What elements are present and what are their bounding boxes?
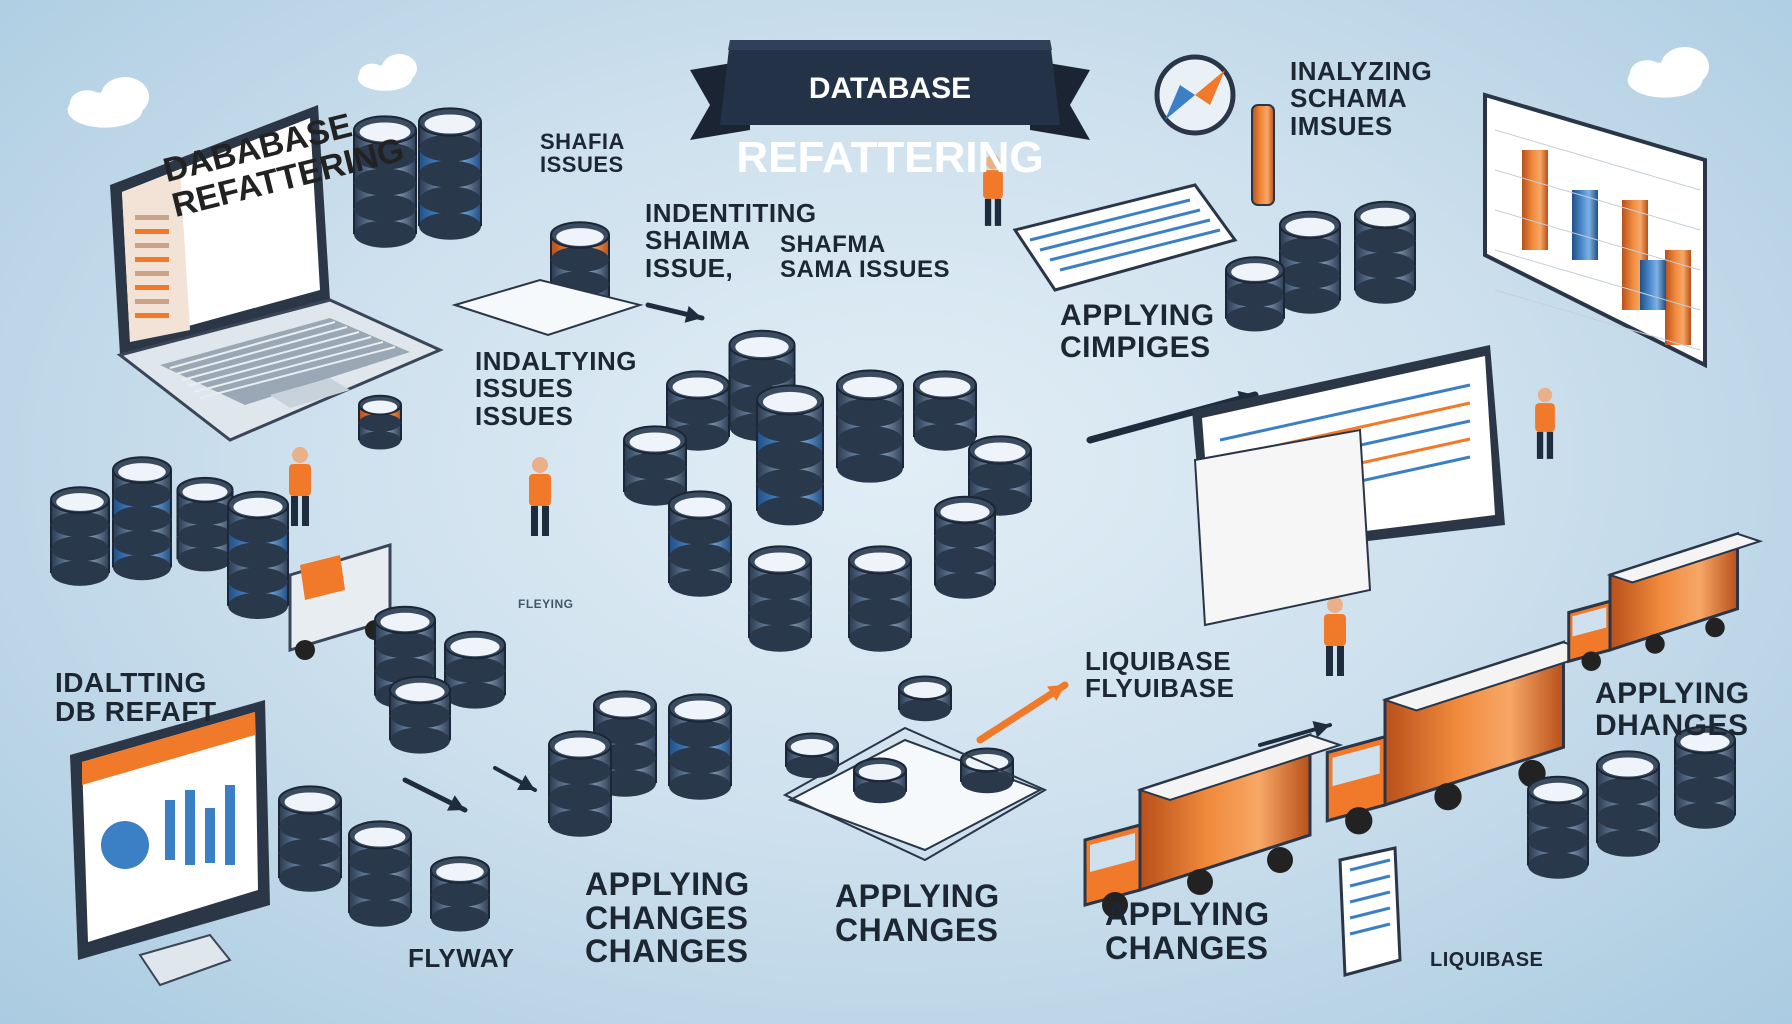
arrow-icon (976, 681, 1069, 744)
laptop-icon (110, 105, 444, 442)
arrow-icon (493, 766, 537, 792)
database-icon (668, 693, 732, 800)
database-icon (623, 425, 687, 506)
database-icon (112, 456, 172, 581)
title-line-2: REFATTERING (736, 133, 1044, 182)
database-icon (1279, 210, 1341, 314)
database-icon (278, 785, 342, 892)
label-applying-changes-left: APPLYING CHANGES CHANGES (585, 866, 750, 970)
database-icon (1354, 200, 1416, 304)
cloud-icon (67, 77, 149, 128)
database-icon (50, 486, 110, 586)
database-icon (853, 757, 907, 804)
database-icon (176, 476, 234, 572)
database-icon (418, 107, 482, 240)
truck-icon (1567, 531, 1764, 671)
bar-chart-icon (1483, 92, 1707, 369)
label-idaltting-db: IDALTTING DB REFAFT (55, 667, 217, 728)
label-applying-dhanges: APPLYING DHANGES (1595, 677, 1750, 742)
worker-icon (289, 447, 311, 526)
arrow-icon (1258, 721, 1332, 747)
banner-ribbon (690, 40, 1090, 140)
label-sama-issues: SHAFMA SAMA ISSUES (780, 231, 950, 284)
label-liquibase: LIQUIBASE (1430, 949, 1544, 971)
database-icon (430, 856, 490, 932)
platform-tile (451, 278, 1048, 862)
database-icon (358, 394, 402, 450)
worker-icon (529, 457, 551, 536)
label-analyzing: INALYZING SCHAMA IMSUES (1290, 56, 1433, 141)
database-icon (756, 384, 824, 526)
compass-icon (1154, 54, 1275, 206)
database-icon (1225, 256, 1285, 332)
database-icon (1596, 750, 1660, 857)
document-icon (787, 183, 1505, 977)
database-icon (444, 630, 506, 709)
label-shafia-issues: SHAFIA ISSUES (540, 129, 625, 178)
database-icon (913, 370, 977, 451)
label-liquibase-flyuibase: LIQUIBASE FLYUIBASE (1085, 646, 1235, 704)
cloud-icon (357, 54, 417, 91)
truck-icon (1325, 640, 1599, 835)
database-icon (898, 675, 952, 722)
worker-icon (1535, 387, 1555, 459)
database-icon (934, 495, 996, 599)
worker-icon (1324, 597, 1346, 676)
database-icon (848, 545, 912, 652)
truck-icon (1083, 732, 1344, 918)
database-icon (548, 730, 612, 837)
label-applying-changes-right: APPLYING CHANGES (1105, 896, 1270, 966)
database-icon (748, 545, 812, 652)
monitor-icon (70, 700, 270, 987)
label-applying-changes-center: APPLYING CHANGES (835, 878, 1000, 948)
title-line-1: DATABASE (808, 72, 972, 105)
label-indentiting: INDENTITING SHAIMA ISSUE, (645, 198, 817, 283)
database-icon (1674, 725, 1736, 829)
database-icon (668, 490, 732, 597)
page-title: DATABASE REFATTERING (690, 42, 1090, 212)
truck-icon (288, 542, 392, 660)
label-applying-cimpiges: APPLYING CIMPIGES (1060, 299, 1215, 364)
arrow-icon (645, 302, 705, 323)
database-icon (968, 435, 1032, 516)
database-icon (389, 675, 451, 754)
database-icon (1527, 775, 1589, 879)
cloud-icon (1627, 47, 1710, 98)
worker-icon (983, 154, 1003, 226)
title-banner: DATABASE REFATTERING (690, 30, 1090, 180)
database-icon (785, 732, 839, 779)
database-icon (353, 115, 417, 248)
arrow-icon (402, 777, 468, 813)
label-indaltying: INDALTYING ISSUES ISSUES (475, 346, 637, 431)
database-icon (227, 490, 289, 619)
database-icon (836, 369, 904, 483)
label-small-tag: FLEYING (518, 597, 574, 611)
database-icon (960, 747, 1014, 794)
database-icon (348, 820, 412, 927)
label-flyway: FLYWAY (408, 943, 515, 973)
